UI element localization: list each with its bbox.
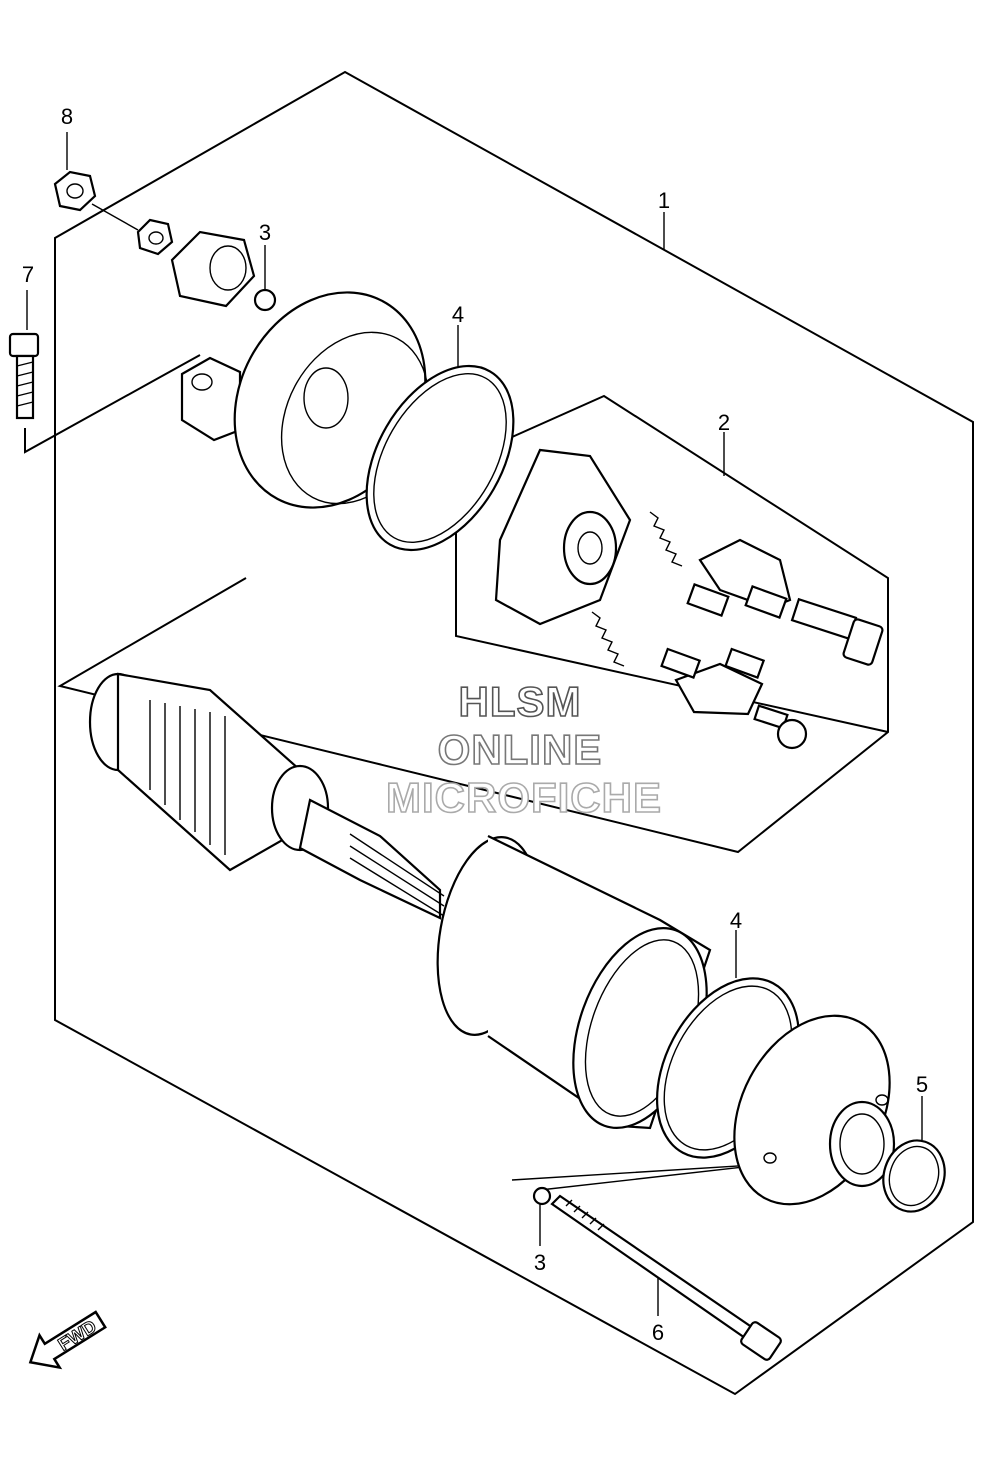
callout-1: 1 bbox=[658, 188, 670, 213]
callout-3-bottom: 3 bbox=[534, 1250, 546, 1275]
callout-6: 6 bbox=[652, 1320, 664, 1345]
ring-part-4a bbox=[365, 364, 515, 552]
brush-screw bbox=[753, 704, 808, 750]
brush-holder bbox=[494, 448, 632, 626]
watermark: HLSM ONLINE MICROFICHE bbox=[385, 677, 662, 822]
leader-8b bbox=[91, 203, 139, 231]
brush-plate-lower bbox=[660, 647, 766, 716]
brush-spring-upper bbox=[649, 511, 683, 567]
terminal-bolt bbox=[790, 597, 884, 666]
brush-plate-upper bbox=[686, 538, 792, 619]
fwd-direction-arrow: FWD bbox=[28, 1310, 107, 1370]
callout-3-top: 3 bbox=[259, 220, 271, 245]
long-bolt-part-6 bbox=[550, 1194, 782, 1361]
watermark-line-2: ONLINE bbox=[438, 726, 603, 773]
callout-8: 8 bbox=[61, 104, 73, 129]
callout-4-bottom: 4 bbox=[730, 908, 742, 933]
bolt-bracket-line bbox=[24, 354, 201, 454]
terminal-nut bbox=[136, 218, 174, 256]
callout-2: 2 bbox=[718, 410, 730, 435]
callout-4-top: 4 bbox=[452, 302, 464, 327]
brush-spring-lower bbox=[591, 611, 625, 667]
o-ring-part-3a bbox=[253, 288, 277, 312]
bolt-part-7 bbox=[8, 332, 40, 420]
terminal-insulator bbox=[170, 230, 256, 308]
o-ring-part-5 bbox=[882, 1139, 946, 1213]
watermark-line-3: MICROFICHE bbox=[386, 774, 662, 821]
callout-5: 5 bbox=[916, 1072, 928, 1097]
callout-7: 7 bbox=[22, 262, 34, 287]
assembly-outline bbox=[54, 70, 974, 1396]
o-ring-part-3b bbox=[532, 1186, 552, 1206]
nut-part-8 bbox=[53, 170, 97, 212]
armature bbox=[88, 672, 445, 920]
leader-screw-line bbox=[511, 1163, 771, 1191]
front-housing bbox=[733, 1014, 896, 1206]
watermark-line-1: HLSM bbox=[459, 678, 582, 725]
